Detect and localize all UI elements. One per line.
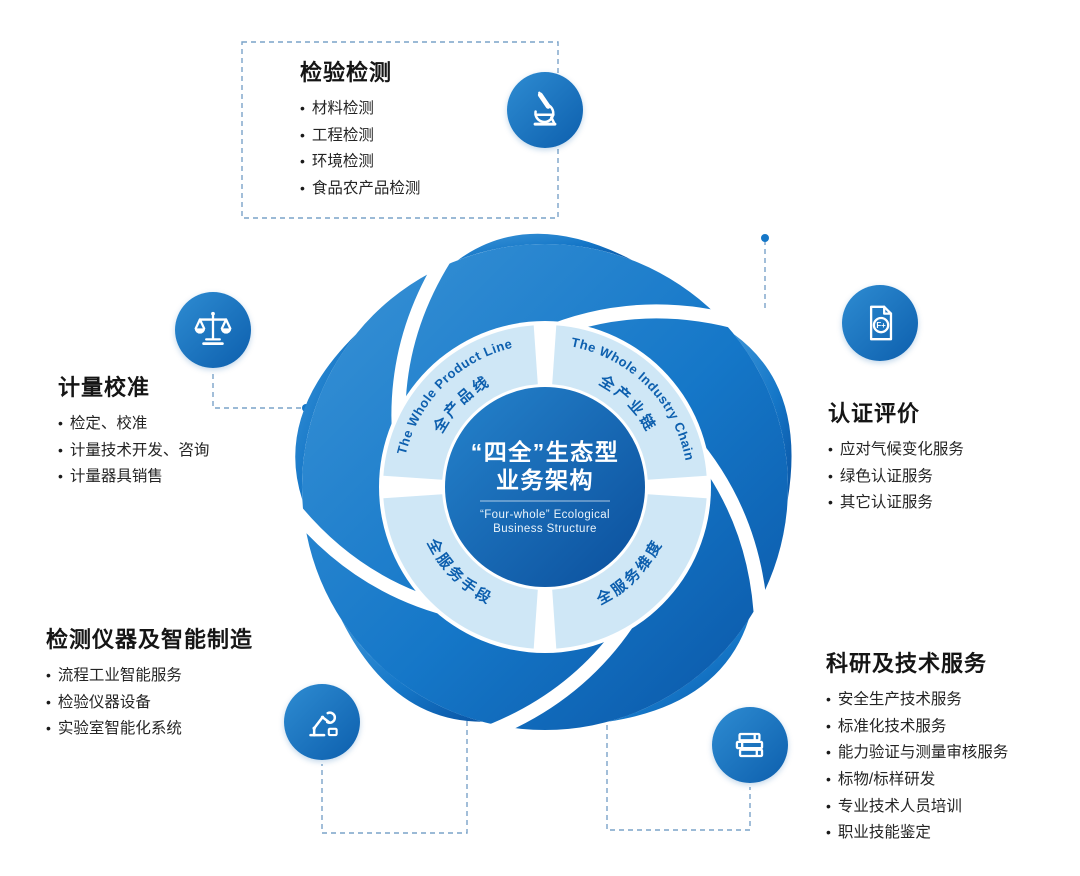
group-title: 计量校准 — [58, 375, 151, 400]
bullet-item: 标准化技术服务 — [826, 714, 1008, 741]
quadrant-top-right — [552, 325, 707, 480]
instruments-connector — [321, 712, 468, 834]
bullet-item: 专业技术人员培训 — [826, 794, 1008, 821]
instruments-icon-badge — [284, 684, 360, 760]
group-items: 流程工业智能服务 检验仪器设备 实验室智能化系统 — [46, 663, 253, 743]
bullet-item: 职业技能鉴定 — [826, 820, 1008, 847]
quadrant-top-left — [383, 325, 538, 480]
bullet-item: 其它认证服务 — [828, 490, 964, 517]
group-title: 检测仪器及智能制造 — [46, 627, 254, 652]
quadrant-bottom-left — [383, 494, 538, 649]
group-title: 认证评价 — [828, 401, 921, 426]
center-subtitle-line1: “Four-whole” Ecological — [480, 509, 610, 521]
bullet-item: 环境检测 — [300, 149, 420, 176]
microscope-icon — [533, 91, 557, 126]
group-title: 科研及技术服务 — [826, 651, 988, 676]
center-title-line2: 业务架构 — [496, 467, 594, 493]
group-inspection-testing: 检验检测 材料检测 工程检测 环境检测 食品农产品检测 — [300, 55, 420, 203]
group-research-technical-services: 科研及技术服务 安全生产技术服务 标准化技术服务 能力验证与测量审核服务 标物/… — [826, 646, 1008, 847]
bullet-item: 标物/标样研发 — [826, 767, 1008, 794]
bullet-item: 工程检测 — [300, 123, 420, 150]
certificate-label: F+ — [876, 321, 886, 330]
bullet-item: 食品农产品检测 — [300, 176, 421, 203]
bullet-item: 实验室智能化系统 — [46, 716, 253, 743]
bullet-item: 应对气候变化服务 — [828, 437, 964, 464]
group-instruments-manufacturing: 检测仪器及智能制造 流程工业智能服务 检验仪器设备 实验室智能化系统 — [46, 622, 253, 743]
bullet-item: 流程工业智能服务 — [46, 663, 253, 690]
bullet-item: 安全生产技术服务 — [826, 687, 1008, 714]
inspection-icon-badge — [507, 72, 583, 148]
robot-arm-icon — [309, 711, 338, 737]
bullet-item: 材料检测 — [300, 96, 420, 123]
bullet-item: 能力验证与测量审核服务 — [826, 740, 1009, 767]
group-title: 检验检测 — [300, 60, 393, 85]
group-metrology-calibration: 计量校准 检定、校准 计量技术开发、咨询 计量器具销售 — [58, 370, 209, 491]
bullet-item: 绿色认证服务 — [828, 464, 964, 491]
metrology-connector — [212, 374, 304, 409]
certificate-document-icon: F+ — [869, 305, 893, 341]
metrology-icon-badge — [175, 292, 251, 368]
bullet-item: 检验仪器设备 — [46, 690, 253, 717]
group-certification-evaluation: 认证评价 应对气候变化服务 绿色认证服务 其它认证服务 — [828, 396, 964, 517]
research-icon-badge — [712, 707, 788, 783]
center-title-line1: “四全”生态型 — [471, 439, 620, 465]
group-items: 应对气候变化服务 绿色认证服务 其它认证服务 — [828, 437, 964, 517]
center-subtitle-line2: Business Structure — [493, 523, 597, 535]
quadrant-bottom-right — [552, 494, 707, 649]
certification-icon-badge: F+ — [842, 285, 918, 361]
group-items: 检定、校准 计量技术开发、咨询 计量器具销售 — [58, 411, 210, 491]
business-architecture-wheel: The Whole Product Line 全产品线 The Whole In… — [281, 233, 792, 743]
wheel-blade-tips — [295, 233, 792, 722]
connector-lines — [212, 41, 769, 834]
center-disc — [445, 387, 645, 587]
inspection-dashed-box — [241, 41, 559, 219]
quadrant-ring — [383, 325, 707, 649]
bullet-item: 计量技术开发、咨询 — [58, 438, 210, 465]
connector-dot — [761, 234, 769, 242]
bullet-item: 计量器具销售 — [58, 464, 209, 491]
bullet-item: 检定、校准 — [58, 411, 209, 438]
group-items: 安全生产技术服务 标准化技术服务 能力验证与测量审核服务 标物/标样研发 专业技… — [826, 687, 1009, 847]
group-items: 材料检测 工程检测 环境检测 食品农产品检测 — [300, 96, 421, 203]
balance-scale-icon — [194, 311, 232, 345]
research-connector — [606, 716, 751, 831]
books-icon — [735, 732, 764, 758]
